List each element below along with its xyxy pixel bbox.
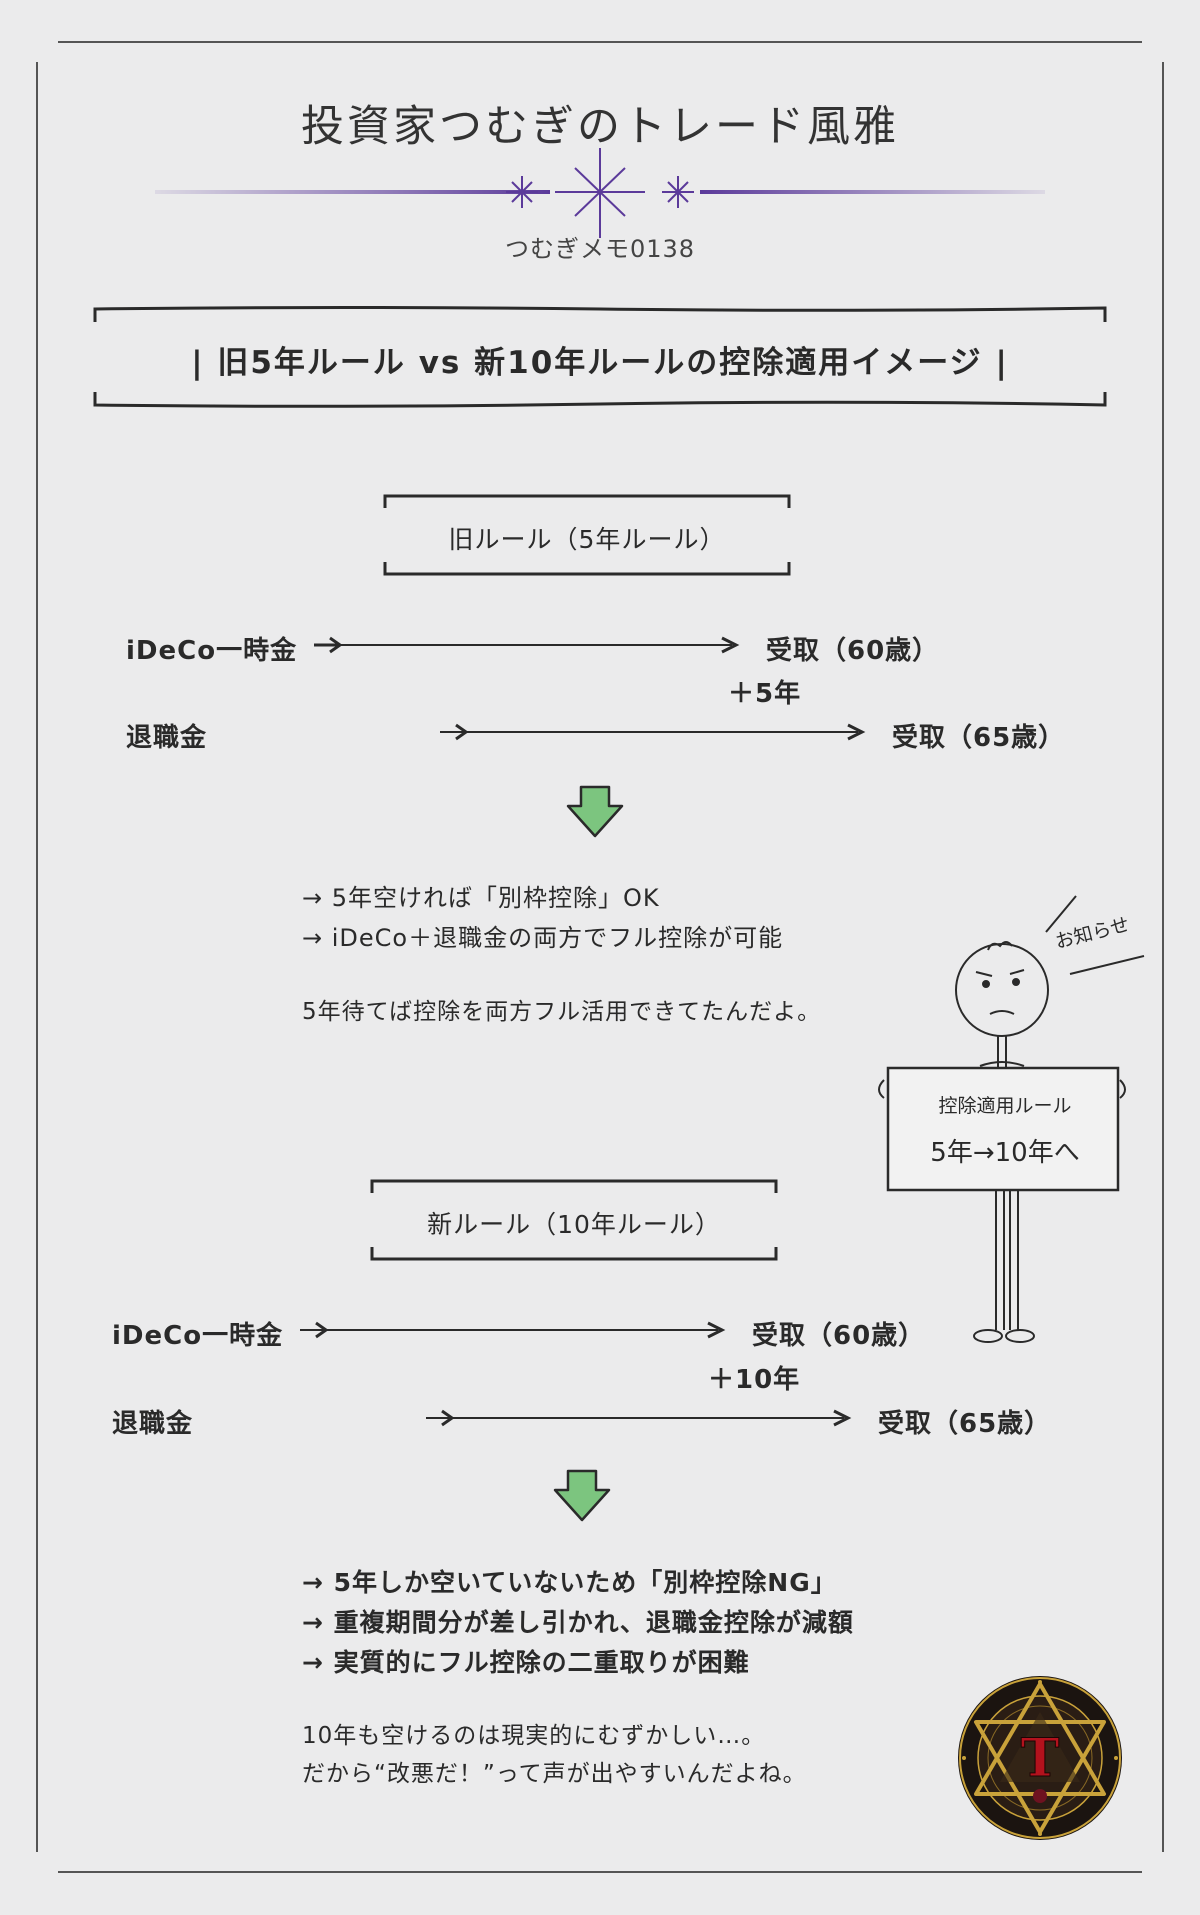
frame-bottom-line: [58, 1871, 1142, 1873]
memo-number: つむぎメモ0138: [504, 235, 696, 263]
old-point-2: → iDeCo＋退職金の両方でフル控除が可能: [302, 924, 784, 952]
banner-heading: | 旧5年ルール vs 新10年ルールの控除適用イメージ |: [191, 345, 1009, 381]
old-point-1: → 5年空ければ「別枠控除」OK: [302, 884, 660, 912]
old-ideco-label: iDeCo一時金: [126, 636, 298, 666]
new-point-3: → 実質的にフル控除の二重取りが困難: [302, 1648, 750, 1677]
stick-figure-illustration: [878, 895, 1145, 1343]
sparkle-star-left-icon: [506, 176, 538, 208]
old-retire-label: 退職金: [126, 723, 208, 753]
speech-line: [1069, 955, 1145, 975]
divider-right: [700, 190, 1045, 194]
sign-text-line1: 控除適用ルール: [938, 1095, 1072, 1117]
old-rule-title: 旧ルール（5年ルール）: [448, 525, 726, 554]
down-arrow-icon: [566, 785, 624, 838]
old-rule-box-frame: [383, 494, 791, 576]
new-ideco-receipt: 受取（60歳）: [752, 1321, 926, 1351]
page-title: 投資家つむぎのトレード風雅: [301, 102, 899, 152]
old-comment: 5年待てば控除を両方フル活用できてたんだよ。: [302, 999, 822, 1025]
new-retire-label: 退職金: [112, 1409, 194, 1439]
sparkle-star-right-icon: [662, 176, 694, 208]
old-retire-receipt: 受取（65歳）: [892, 723, 1066, 753]
sign-text-line2: 5年→10年へ: [930, 1138, 1080, 1168]
speech-line: [1045, 895, 1077, 933]
sign-board: [886, 1066, 1120, 1192]
logo-letter-t-icon: T: [1021, 1728, 1060, 1789]
new-retire-receipt: 受取（65歳）: [878, 1409, 1052, 1439]
new-gap-label: ＋10年: [708, 1365, 801, 1395]
new-point-1: → 5年しか空いていないため「別枠控除NG」: [302, 1568, 837, 1597]
new-ideco-label: iDeCo一時金: [112, 1321, 284, 1351]
new-retire-arrow: [426, 1409, 852, 1427]
new-rule-title: 新ルール（10年ルール）: [427, 1210, 721, 1239]
old-gap-label: ＋5年: [728, 679, 802, 709]
banner-frame: [93, 306, 1107, 408]
frame-right-line: [1162, 62, 1164, 1852]
sparkle-star-center-icon: [555, 148, 645, 238]
face-head: [955, 943, 1049, 1037]
old-retire-arrow: [440, 723, 866, 741]
frame-left-line: [36, 62, 38, 1852]
sparkle-divider: [155, 148, 1045, 238]
new-ideco-arrow: [300, 1321, 726, 1339]
brand-logo-emblem: T: [958, 1676, 1122, 1840]
new-rule-box-frame: [370, 1179, 778, 1261]
frame-top-line: [58, 41, 1142, 43]
new-comment-line-1: 10年も空けるのは現実的にむずかしい…。: [302, 1723, 766, 1749]
divider-left: [155, 190, 550, 194]
old-ideco-arrow: [314, 636, 740, 654]
down-arrow-icon: [553, 1469, 611, 1522]
new-point-2: → 重複期間分が差し引かれ、退職金控除が減額: [302, 1608, 854, 1637]
new-comment-line-2: だから“改悪だ！”って声が出やすいんだよね。: [302, 1761, 807, 1787]
old-ideco-receipt: 受取（60歳）: [766, 636, 940, 666]
